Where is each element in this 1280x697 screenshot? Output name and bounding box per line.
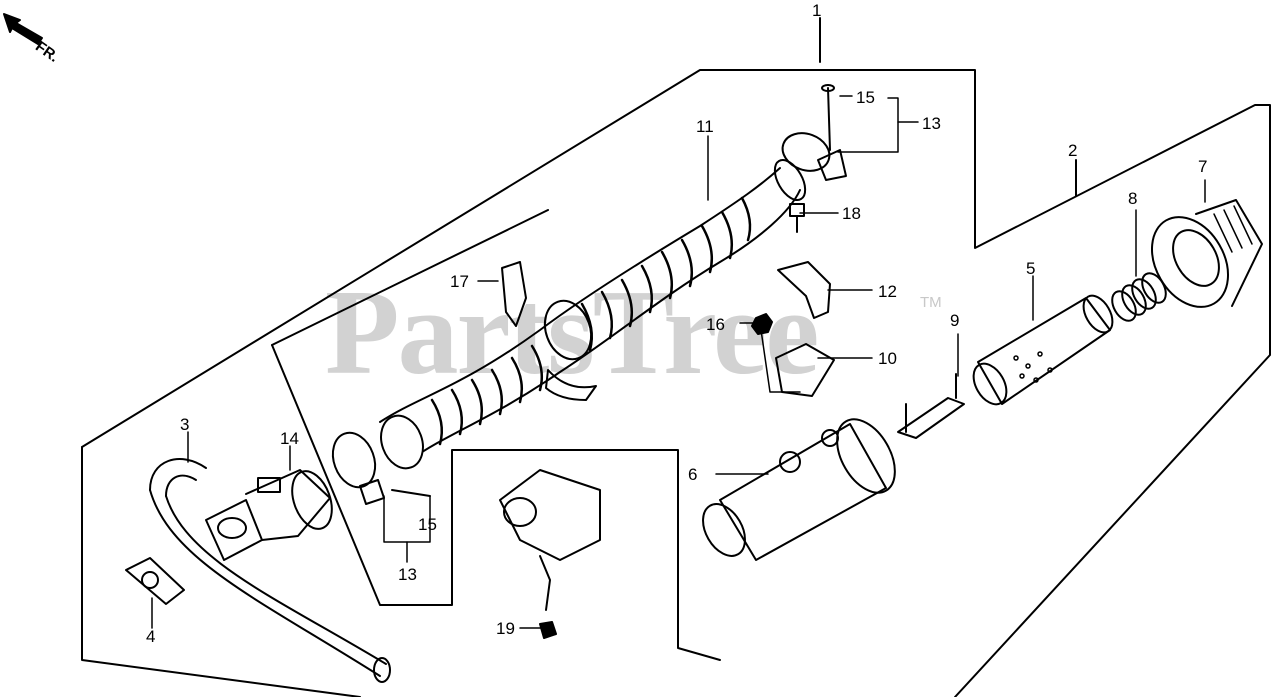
callout-7: 7	[1198, 157, 1208, 176]
air-filter-element	[972, 294, 1114, 406]
callout-18: 18	[842, 204, 861, 223]
carburetor	[499, 469, 601, 639]
callout-15-upper: 15	[856, 88, 875, 107]
hose-strap	[501, 261, 597, 401]
air-cleaner-cap	[1151, 199, 1263, 308]
callout-17: 17	[450, 272, 469, 291]
callout-9: 9	[950, 311, 960, 330]
callout-1: 1	[812, 1, 822, 20]
callout-10: 10	[878, 349, 897, 368]
air-cleaner-case	[702, 418, 896, 561]
gasket	[125, 557, 185, 605]
callout-5: 5	[1026, 259, 1036, 278]
callout-13-upper: 13	[922, 114, 941, 133]
brackets	[751, 261, 835, 397]
callout-16: 16	[706, 315, 725, 334]
callout-19: 19	[496, 619, 515, 638]
callout-13-lower: 13	[398, 565, 417, 584]
upper-hose-clamp	[781, 84, 847, 233]
assembly-outline	[81, 17, 1271, 697]
callout-2: 2	[1068, 141, 1078, 160]
intake-elbow	[205, 469, 333, 561]
front-direction-arrow	[3, 13, 43, 45]
callout-4: 4	[146, 627, 156, 646]
callout-8: 8	[1128, 189, 1138, 208]
callout-15-lower: 15	[418, 515, 437, 534]
callout-11: 11	[696, 117, 714, 136]
breather-tube	[149, 458, 391, 683]
lower-hose-clamp	[331, 431, 431, 505]
watermark: PartsTree	[325, 265, 819, 400]
callout-6: 6	[688, 465, 698, 484]
watermark-trademark: TM	[920, 294, 942, 311]
stud-plate	[897, 373, 965, 439]
filter-spring	[1111, 272, 1167, 322]
intake-hose	[379, 159, 807, 470]
callout-14: 14	[280, 429, 299, 448]
callout-3: 3	[180, 415, 190, 434]
leader-lines	[151, 95, 1206, 629]
callout-12: 12	[878, 282, 897, 301]
